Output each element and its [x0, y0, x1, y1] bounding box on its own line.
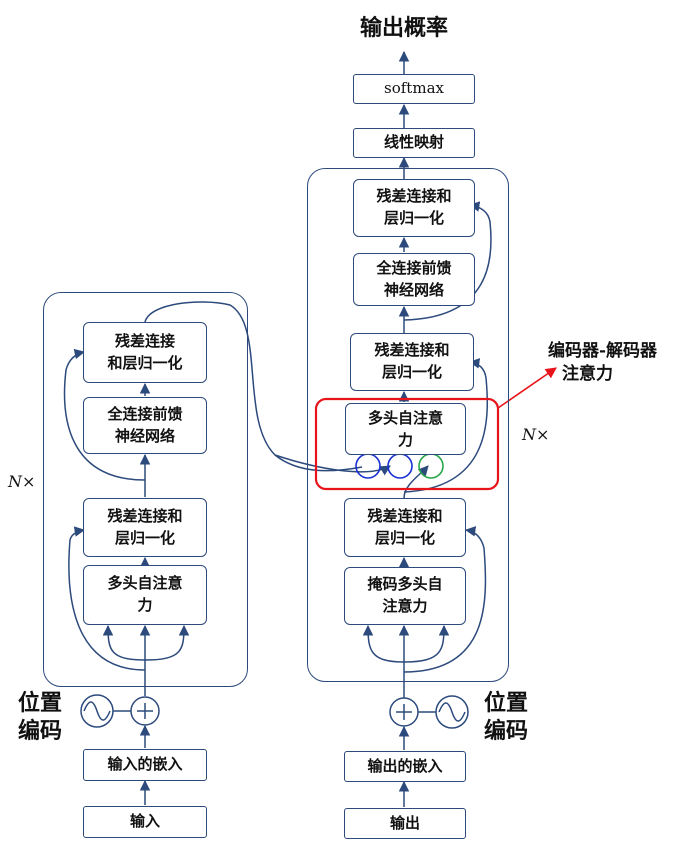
decoder-masked-attention: 掩码多头自注意力	[344, 567, 466, 625]
decoder-ffn: 全连接前馈神经网络	[353, 253, 475, 306]
callout-arrow	[497, 367, 557, 409]
output-box: 输出	[344, 808, 466, 839]
decoder-stack-frame	[307, 168, 509, 682]
arrow-enc-q	[102, 624, 146, 661]
output-embedding: 输出的嵌入	[344, 751, 466, 782]
encoder-decoder-attention-label: 编码器-解码器 注意力	[548, 341, 658, 384]
arrow-dec-q	[362, 624, 405, 663]
arrow-dec-k	[403, 624, 450, 663]
decoder-addnorm-3: 残差连接和层归一化	[353, 179, 475, 237]
decoder-positional-encoding-label: 位置 编码	[484, 690, 529, 744]
dec-residual-1	[403, 526, 487, 673]
dec-residual-3	[403, 201, 492, 321]
encoder-decoder-attention-highlight	[314, 397, 500, 491]
dec-residual-2	[403, 358, 489, 493]
encoder-addnorm-1: 残差连接和层归一化	[83, 498, 207, 557]
enc-residual-2	[63, 348, 146, 481]
arrow-enc-k	[144, 624, 190, 661]
encoder-ffn: 全连接前馈神经网络	[83, 397, 207, 454]
output-probabilities-label: 输出概率	[359, 15, 448, 41]
arrow-enc-out-k	[274, 454, 391, 476]
encoder-positional-encoding-label: 位置 编码	[18, 690, 63, 744]
linear-box: 线性映射	[353, 128, 475, 158]
decoder-addnorm-1: 残差连接和层归一化	[344, 498, 466, 557]
encoder-addnorm-2: 残差连接和层归一化	[83, 322, 207, 383]
decoder-addnorm-2: 残差连接和层归一化	[350, 333, 474, 391]
enc-residual-1	[68, 526, 146, 671]
decoder-repeat-label: N×	[522, 425, 550, 444]
input-box: 输入	[83, 806, 207, 838]
encoder-output-to-cross-attention	[144, 301, 363, 472]
decoder-cross-attention: 多头自注意力	[345, 403, 466, 455]
encoder-repeat-label: N×	[8, 472, 36, 491]
input-embedding: 输入的嵌入	[83, 749, 207, 781]
softmax-box: softmax	[353, 74, 475, 104]
encoder-multi-head-attention: 多头自注意力	[83, 565, 207, 625]
encoder-stack-frame	[43, 292, 248, 687]
arrow-dec-addnorm-to-cross-q	[403, 465, 429, 499]
